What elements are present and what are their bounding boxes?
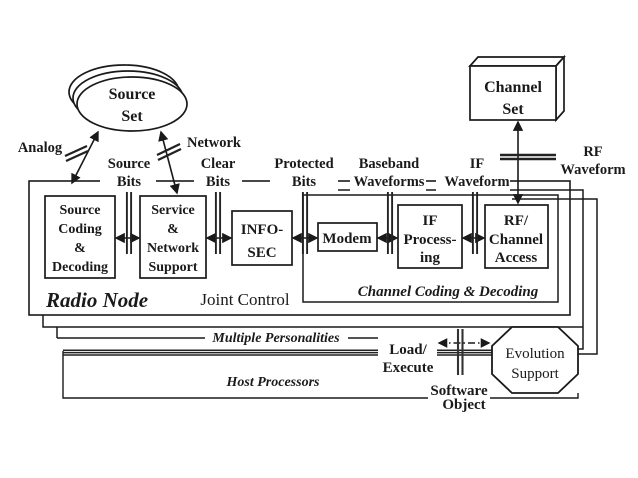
block-rf-channel-label: RF/ (504, 213, 529, 229)
block-modem (317, 222, 378, 252)
block-modem-label: Modem (322, 231, 372, 247)
analog-stream-arrow (71, 130, 99, 185)
label-if-waveform: Waveform (444, 174, 509, 190)
software-object-caption: Software (430, 383, 488, 399)
load-execute-caption: Execute (383, 360, 434, 376)
block-source-coding-label: & (74, 241, 86, 256)
software-object-interface-bars (456, 329, 464, 375)
block-if-processing-label: Process- (403, 232, 456, 248)
block-rf-channel-label: Channel (489, 232, 543, 248)
host-processors-box (62, 351, 579, 399)
label-clear-bits: Clear (201, 156, 236, 172)
block-infosec-label: INFO- (241, 222, 284, 238)
source-set-ellipse (68, 64, 188, 132)
rf-interface-bars (500, 153, 556, 161)
block-infosec (231, 210, 293, 266)
software-object-caption: Object (442, 397, 485, 413)
block-if-processing-label: IF (423, 213, 438, 229)
label-rf-waveform: RF (583, 144, 602, 160)
channel-coding-caption: Channel Coding & Decoding (358, 284, 539, 300)
label-protected-bits: Protected (274, 156, 333, 172)
block-service-network (139, 195, 207, 279)
network-stream-arrow (158, 130, 180, 195)
evolution-support-label: Support (511, 366, 559, 382)
evolution-support-label: Evolution (505, 346, 565, 362)
channel-set-label: Set (502, 101, 524, 118)
label-source-bits: Bits (117, 174, 142, 190)
label-protected-bits: Bits (292, 174, 317, 190)
block-rf-channel-access (484, 204, 549, 269)
load-execute-caption: Load/ (389, 342, 427, 358)
block-service-network-label: Support (148, 260, 197, 275)
source-set-label: Set (121, 108, 143, 125)
label-clear-bits: Bits (206, 174, 231, 190)
label-masks (100, 150, 510, 413)
block-service-network-label: Network (147, 241, 199, 256)
block-source-coding (44, 195, 116, 279)
block-if-processing-label: ing (420, 250, 441, 266)
block-service-network-label: Service (151, 203, 195, 218)
radio-node-caption: Radio Node (45, 288, 148, 312)
evolution-support-octagon (491, 326, 579, 394)
label-analog: Analog (18, 140, 63, 156)
channel-set-label: Channel (484, 79, 542, 96)
source-set-label: Source (109, 86, 156, 103)
interface-double-bars (125, 192, 479, 254)
label-network: Network (187, 135, 242, 151)
label-if-waveform: IF (470, 156, 485, 172)
block-if-processing (397, 204, 463, 269)
network-interface-slashes (156, 143, 182, 161)
block-source-coding-label: Source (60, 203, 101, 218)
joint-control-caption: Joint Control (200, 290, 290, 309)
label-rf-waveform: Waveform (560, 162, 625, 178)
block-source-coding-label: Coding (58, 222, 102, 237)
personality-sheet-3 (56, 198, 598, 355)
block-service-network-label: & (167, 222, 179, 237)
block-rf-channel-label: Access (495, 250, 538, 266)
host-processors-caption: Host Processors (226, 375, 321, 390)
block-source-coding-label: Decoding (52, 260, 108, 275)
channel-set-box (468, 54, 566, 123)
block-infosec-label: SEC (247, 245, 276, 261)
multiple-personalities-caption: Multiple Personalities (211, 331, 340, 346)
label-baseband-waveforms: Waveforms (354, 174, 425, 190)
analog-interface-slashes (64, 144, 89, 163)
label-baseband-waveforms: Baseband (359, 156, 419, 172)
label-source-bits: Source (108, 156, 151, 172)
